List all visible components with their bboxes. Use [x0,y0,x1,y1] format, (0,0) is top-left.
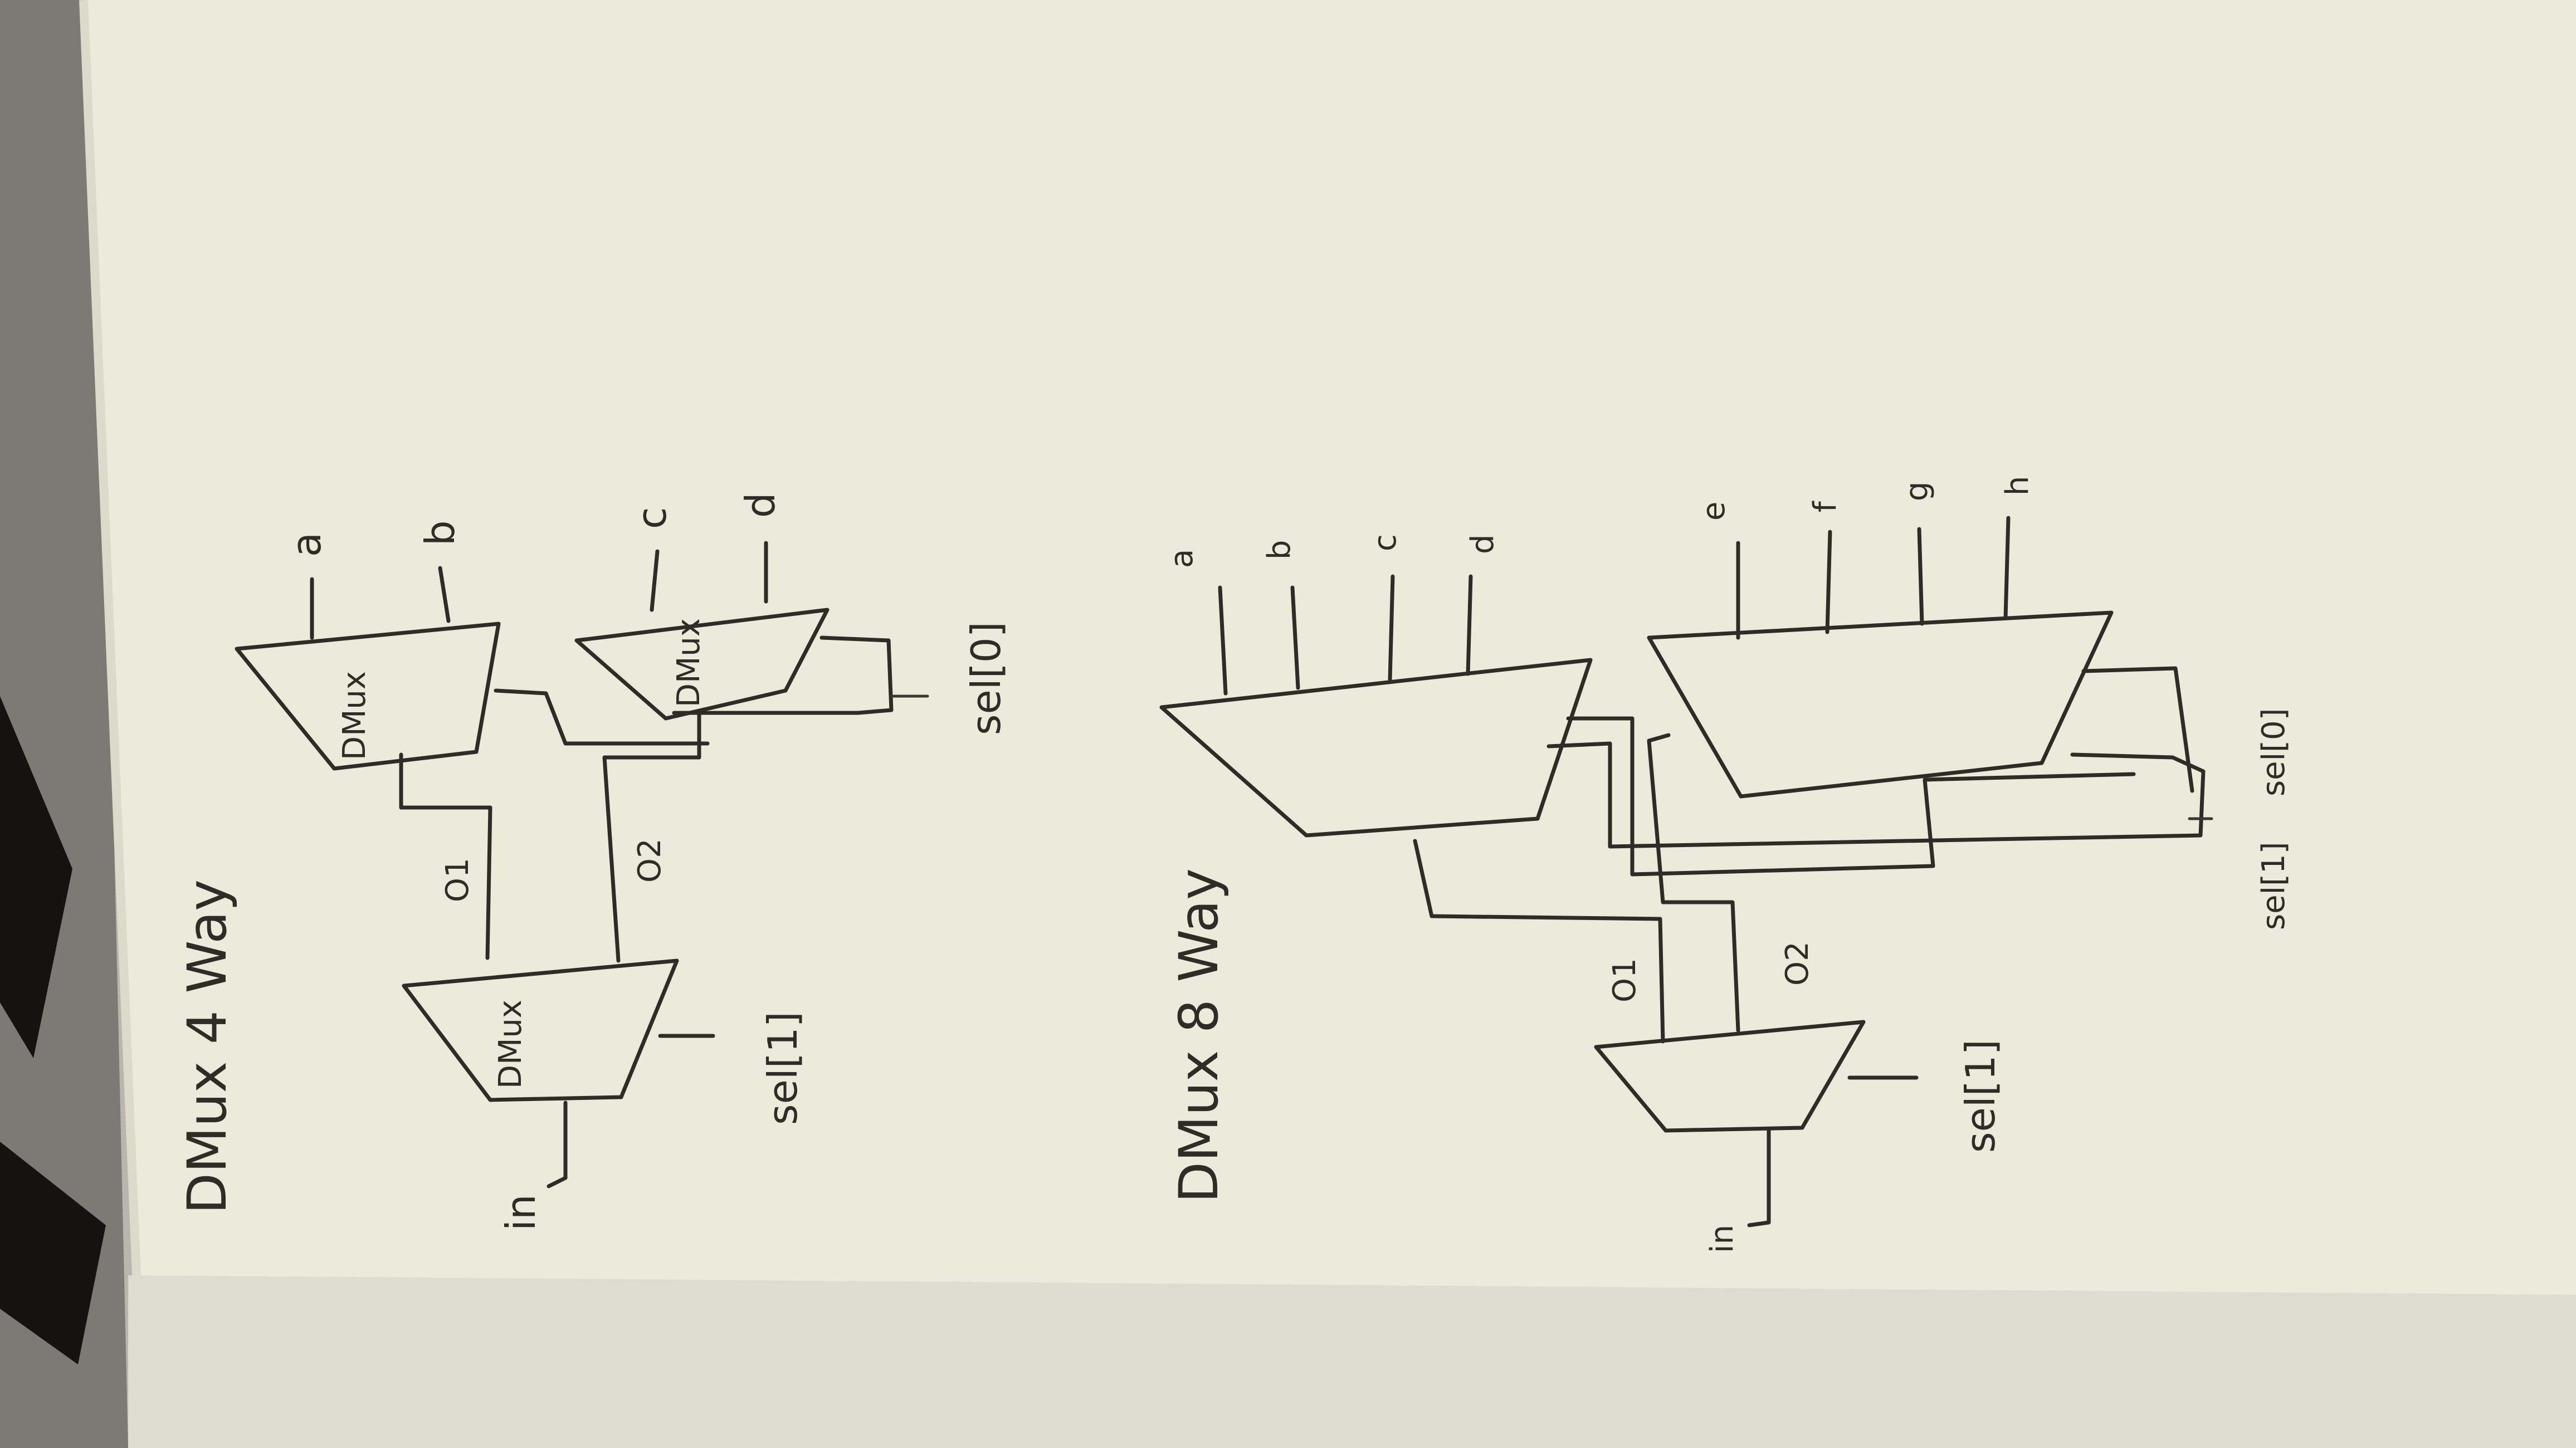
wire-o1 [399,752,492,960]
wire8-sel-high [1546,741,2206,849]
paper-sheet [84,0,2576,1295]
wire8-out-d [1466,574,1473,676]
dmux8-first [1594,1020,1866,1133]
label-sel0: sel[0] [963,622,1009,735]
paper-lower-page [128,1275,2576,1448]
label-out-b: b [417,520,464,546]
label8-out-h: h [1999,476,2036,496]
wire8-out-f [1825,530,1832,634]
label-sel-first: sel[1] [759,1011,806,1125]
wire-out-b [438,566,451,623]
wire8-out-b [1290,585,1300,690]
title-dmux4way: DMux 4 Way [176,879,238,1214]
dmux-upper [235,622,501,771]
label8-out-d: d [1465,534,1501,554]
label-dmux-lower: DMux [671,618,707,707]
label8-o1: O1 [1607,958,1643,1002]
dmux4-bottom [1647,610,2114,799]
label-o1: O1 [440,858,476,902]
wire8-in [1747,1128,1771,1227]
wire-in [547,1100,568,1188]
wire8-o1 [1413,839,1665,1044]
wire8-out-h [2003,516,2011,620]
wire-o2 [602,711,701,963]
label8-out-c: c [1367,534,1403,551]
label-out-a: a [283,532,330,557]
wire8-out-g [1917,527,1924,626]
label8-out-a: a [1164,549,1200,568]
wire-out-c [650,549,660,612]
wire8-sel-mid [1566,716,2136,877]
dmux8way-diagram: DMux 8 Way in sel[1] O1 O2 sel[1] sel[0]… [1159,476,2292,1253]
label8-out-g: g [1899,481,1935,501]
label-out-c: c [628,507,675,529]
label8-sel-first: sel[1] [1957,1039,2004,1153]
dmux4-top [1159,658,1593,838]
dmux4way-diagram: DMux 4 Way in DMux sel[1] O1 O2 DMux DMu… [176,492,1009,1231]
dmux-lower [574,608,830,721]
label8-out-e: e [1696,502,1732,521]
wire8-sel-top [2081,666,2194,793]
wire8-out-c [1388,574,1395,682]
label-dmux-first: DMux [492,1000,529,1089]
label-o2: O2 [632,838,668,883]
label8-o2: O2 [1779,941,1816,986]
dmux-first [402,958,679,1102]
title-dmux8way: DMux 8 Way [1168,868,1230,1203]
label8-in: in [1704,1225,1740,1253]
label-out-d: d [737,492,784,518]
label-dmux-upper: DMux [336,671,373,760]
wire8-o2 [1647,733,1740,1033]
label8-sel-high: sel[0] [2256,708,2292,796]
paper-edge [79,0,141,1276]
wire8-out-a [1218,585,1228,696]
label-in: in [497,1194,544,1231]
wire-sel-upper [494,688,710,746]
wire-sel-lower [672,635,894,715]
label8-out-f: f [1807,501,1843,512]
label8-sel-mid: sel[1] [2256,842,2292,930]
cloth-pattern [0,696,106,1364]
label8-out-b: b [1261,540,1297,560]
